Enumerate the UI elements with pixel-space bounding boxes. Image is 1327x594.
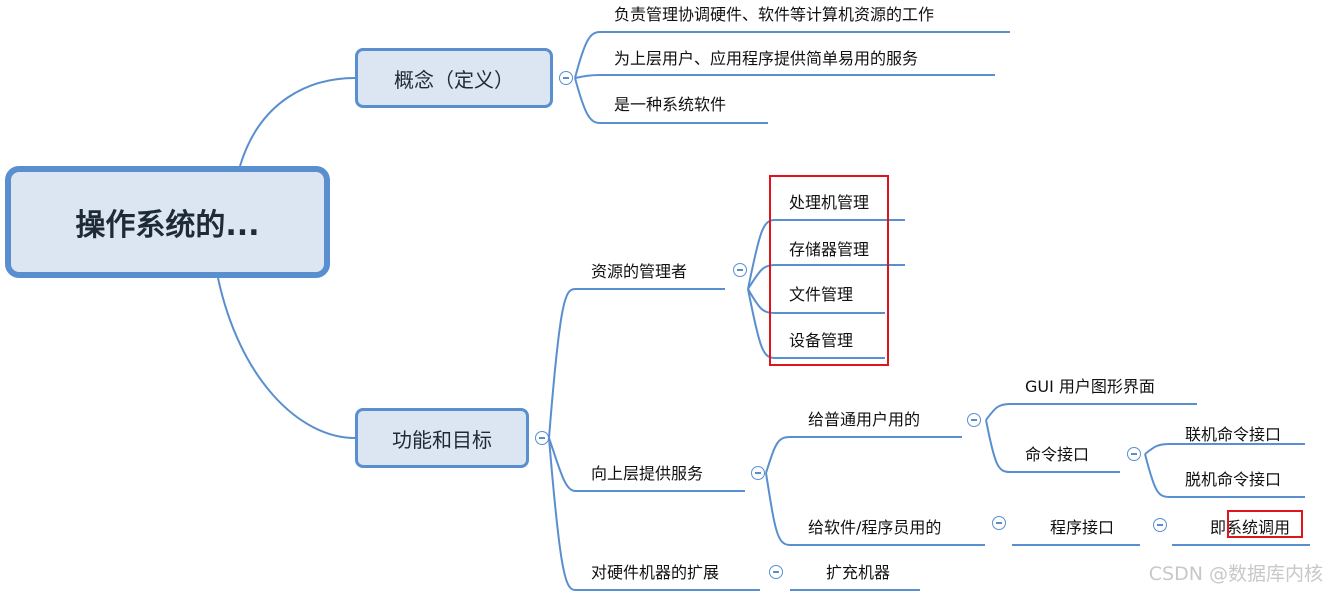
resource-item-device: 设备管理 (789, 331, 854, 350)
concept-label: 概念（定义） (394, 67, 514, 92)
collapse-program-interface-icon[interactable] (1153, 518, 1167, 532)
concept-item-3: 是一种系统软件 (614, 95, 727, 114)
watermark: CSDN @数据库内核 (1148, 563, 1323, 585)
collapse-resource-manager-icon[interactable] (733, 263, 747, 277)
gui-label: GUI 用户图形界面 (1025, 377, 1155, 396)
concept-item-1: 负责管理协调硬件、软件等计算机资源的工作 (614, 5, 935, 24)
offline-command-label: 脱机命令接口 (1185, 470, 1282, 489)
syscall-highlight-box (1227, 510, 1303, 538)
collapse-command-interface-icon[interactable] (1127, 447, 1141, 461)
program-interface-label: 程序接口 (1050, 518, 1115, 537)
syscall-text: 系统调用 (1226, 518, 1291, 537)
resource-item-file: 文件管理 (789, 285, 854, 304)
collapse-programmers-icon[interactable] (992, 516, 1006, 530)
syscall-prefix: 即 (1210, 518, 1227, 537)
resource-item-memory: 存储器管理 (789, 240, 870, 259)
extended-machine-label: 扩充机器 (826, 563, 891, 582)
programmers-label: 给软件/程序员用的 (808, 518, 942, 537)
resource-manager-label: 资源的管理者 (591, 262, 688, 281)
resource-item-processor: 处理机管理 (789, 193, 870, 212)
online-command-label: 联机命令接口 (1185, 425, 1282, 444)
collapse-upper-services-icon[interactable] (751, 466, 765, 480)
ordinary-users-label: 给普通用户用的 (808, 410, 921, 429)
resource-highlight-box (769, 175, 889, 366)
collapse-hardware-extension-icon[interactable] (769, 565, 783, 579)
command-interface-label: 命令接口 (1025, 445, 1090, 464)
collapse-functions-icon[interactable] (535, 431, 549, 445)
collapse-concept-icon[interactable] (559, 71, 573, 85)
concept-node[interactable]: 概念（定义） (355, 48, 553, 108)
root-label: 操作系统的... (75, 208, 260, 243)
root-node[interactable]: 操作系统的... (5, 166, 330, 278)
concept-item-2: 为上层用户、应用程序提供简单易用的服务 (614, 49, 919, 68)
functions-label: 功能和目标 (392, 427, 492, 452)
upper-services-label: 向上层提供服务 (591, 464, 704, 483)
hardware-extension-label: 对硬件机器的扩展 (591, 563, 720, 582)
syscall-line: 即系统调用 (1210, 518, 1290, 538)
functions-node[interactable]: 功能和目标 (355, 408, 529, 468)
collapse-ordinary-users-icon[interactable] (967, 413, 981, 427)
